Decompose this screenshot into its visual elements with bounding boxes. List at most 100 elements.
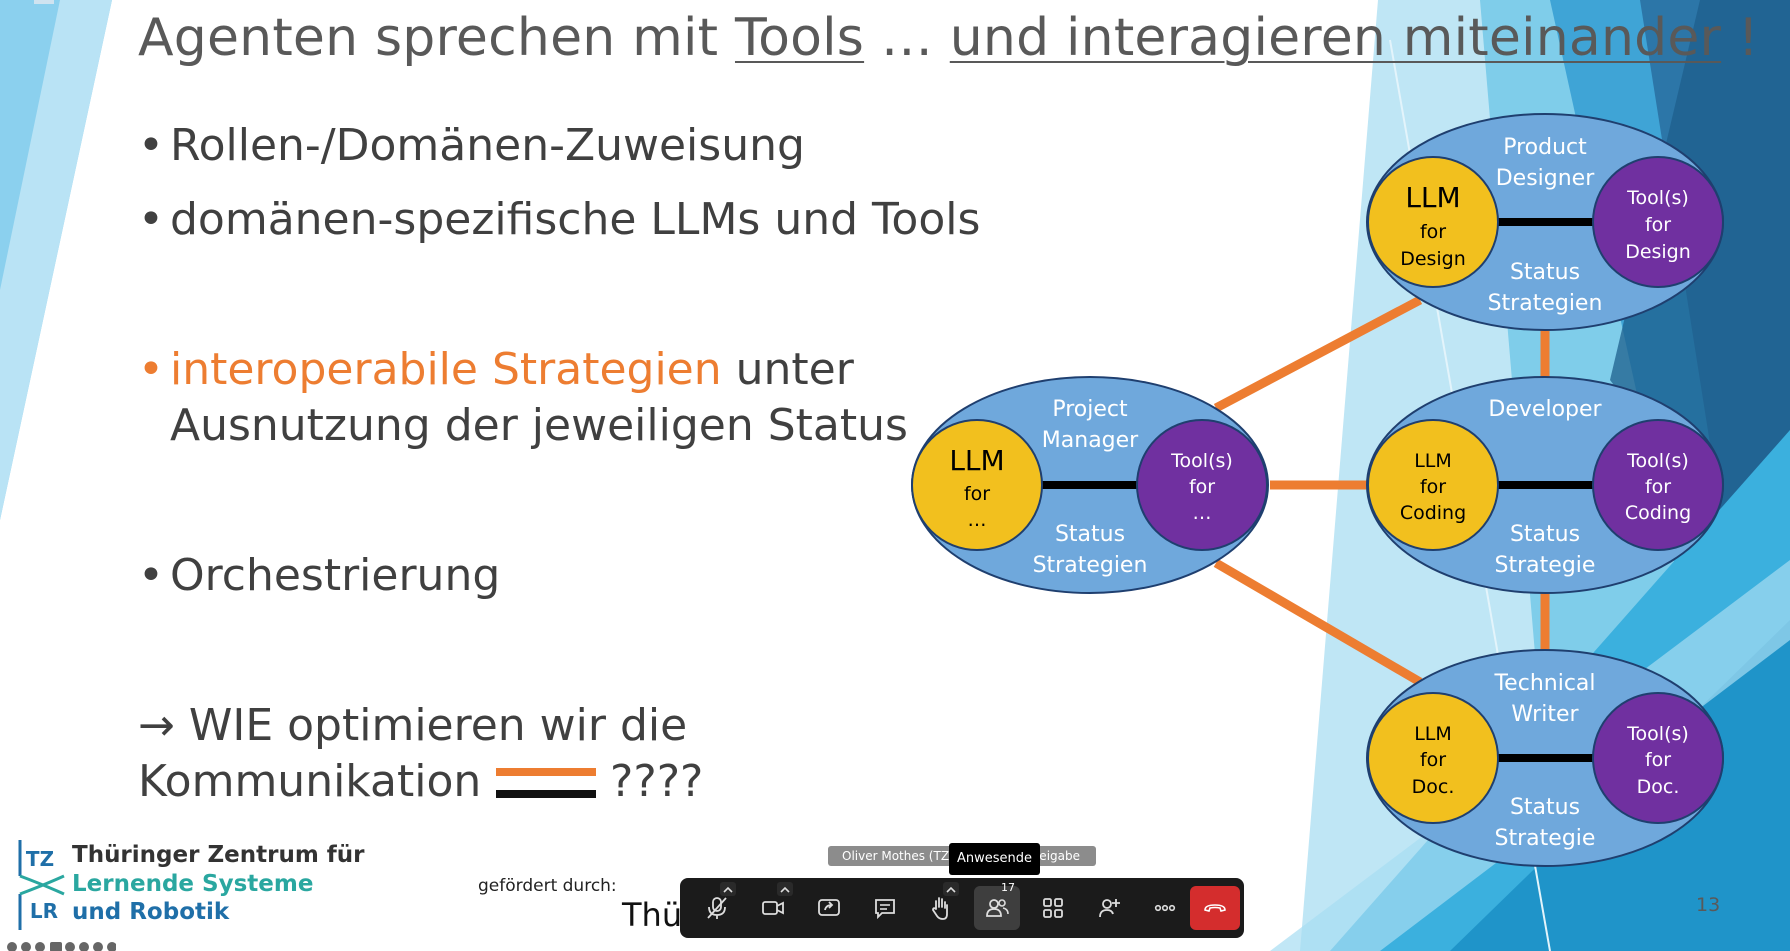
layout-button[interactable] — [1030, 886, 1076, 930]
llm-domain: Doc. — [1412, 776, 1455, 798]
tool-domain: Doc. — [1637, 776, 1680, 798]
bullet-interoperabile: •interoperabile Strategien unter — [138, 344, 854, 395]
more-icon — [1154, 904, 1176, 912]
window-menu-icon[interactable] — [34, 0, 54, 4]
end-call-icon — [1204, 904, 1226, 912]
llm-for: for — [1420, 476, 1446, 498]
add-participant-button[interactable] — [1086, 886, 1132, 930]
add-person-icon — [1099, 899, 1120, 918]
share-screen-button[interactable] — [806, 886, 852, 930]
agent-connections — [1213, 296, 1550, 686]
tool-design-circle — [1592, 156, 1724, 288]
node-product-designer: Product Designer Status Strategien LLM f… — [1366, 113, 1724, 331]
logo-line1: Thüringer Zentrum für — [72, 842, 365, 868]
llm-design-circle — [1367, 156, 1499, 288]
title-interagieren: und interagieren miteinander — [949, 8, 1722, 68]
role-label: Technical — [1493, 671, 1595, 696]
title-ellipsis: … — [864, 8, 950, 68]
tool-for: for — [1645, 476, 1671, 498]
bullet-orchestrierung: •Orchestrierung — [138, 550, 501, 601]
bullet-llms-tools: •domänen-spezifische LLMs und Tools — [138, 194, 981, 245]
tzlr-logo-mark: TZ LR — [18, 840, 65, 930]
node-developer: Developer Status Strategie LLM for Codin… — [1366, 376, 1724, 594]
bullet-rollen: •Rollen-/Domänen-Zuweisung — [138, 120, 805, 171]
camera-options-chevron-up-icon[interactable] — [777, 882, 793, 896]
tool-label: Tool(s) — [1170, 450, 1233, 472]
tool-domain: Design — [1625, 241, 1691, 263]
end-call-button[interactable] — [1190, 886, 1240, 930]
title-tools: Tools — [734, 8, 865, 68]
mute-button[interactable] — [694, 886, 740, 930]
tool-for: for — [1189, 476, 1215, 498]
tool-label: Tool(s) — [1626, 450, 1689, 472]
role-label: Designer — [1496, 166, 1595, 191]
chat-icon — [875, 899, 895, 920]
raise-hand-button[interactable] — [918, 886, 964, 930]
node-technical-writer: Technical Writer Status Strategie LLM fo… — [1366, 649, 1724, 867]
title-exclamation: ! — [1721, 8, 1759, 68]
funding-label: gefördert durch: — [478, 876, 617, 896]
role-label: Writer — [1511, 702, 1579, 727]
connector-legend-icon — [496, 768, 596, 798]
strategy-label: Strategie — [1495, 826, 1596, 851]
llm-domain: … — [968, 509, 987, 531]
share-screen-icon — [818, 899, 840, 916]
llm-domain: Design — [1400, 248, 1466, 270]
role-label: Developer — [1488, 397, 1602, 422]
arrow-right-icon: → — [138, 700, 175, 751]
raise-hand-icon — [932, 897, 948, 920]
llm-doc-circle — [1367, 692, 1499, 824]
participants-tooltip: Anwesende — [949, 843, 1041, 875]
layout-grid-icon — [1043, 898, 1063, 918]
node-project-manager: Project Manager Status Strategien LLM fo… — [911, 376, 1269, 594]
tool-generic-circle — [1136, 419, 1268, 551]
connector-manager-designer — [1213, 296, 1423, 412]
tool-label: Tool(s) — [1626, 723, 1689, 745]
llm-label: LLM — [1405, 181, 1460, 214]
status-label: Status — [1510, 522, 1580, 547]
tool-coding-circle — [1592, 419, 1724, 551]
strategy-label: Strategien — [1033, 553, 1148, 578]
llm-label: LLM — [949, 444, 1004, 477]
tool-domain: Coding — [1625, 502, 1691, 524]
role-label: Product — [1503, 135, 1587, 160]
tool-domain: … — [1193, 502, 1212, 524]
wie-line2: Kommunikation — [138, 756, 482, 807]
logo-line2: Lernende Systeme — [72, 871, 314, 897]
status-label: Status — [1510, 260, 1580, 285]
connector-manager-writer — [1213, 559, 1423, 686]
title-text: Agenten sprechen mit — [138, 8, 735, 68]
logo-line3: und Robotik — [72, 899, 230, 925]
strategy-label: Strategie — [1495, 553, 1596, 578]
wie-line1: → WIE optimieren wir die — [138, 700, 688, 751]
logo-tz: TZ — [26, 847, 54, 871]
tool-for: for — [1645, 749, 1671, 771]
tool-label: Tool(s) — [1626, 187, 1689, 209]
reactions-chevron-up-icon[interactable] — [943, 882, 959, 896]
participants-count-badge: 17 — [1001, 881, 1015, 894]
llm-for: for — [1420, 221, 1446, 243]
page-number: 13 — [1696, 894, 1721, 916]
llm-generic-circle — [911, 419, 1043, 551]
llm-domain: Coding — [1400, 502, 1466, 524]
camera-icon — [762, 901, 784, 915]
chat-button[interactable] — [862, 886, 908, 930]
participants-icon — [986, 899, 1009, 917]
more-options-button[interactable] — [1142, 886, 1188, 930]
mic-off-icon — [707, 897, 727, 919]
role-label: Manager — [1042, 428, 1139, 453]
llm-coding-circle — [1367, 419, 1499, 551]
logo-lr: LR — [30, 899, 58, 923]
mic-options-chevron-up-icon[interactable] — [720, 882, 736, 896]
llm-label: LLM — [1414, 450, 1452, 472]
llm-label: LLM — [1414, 723, 1452, 745]
participants-button[interactable] — [974, 886, 1020, 930]
status-label: Status — [1055, 522, 1125, 547]
slide-controls[interactable] — [6, 938, 117, 951]
llm-for: for — [964, 483, 990, 505]
meeting-toolbar — [680, 878, 1244, 938]
camera-button[interactable] — [750, 886, 796, 930]
strategy-label: Strategien — [1488, 291, 1603, 316]
